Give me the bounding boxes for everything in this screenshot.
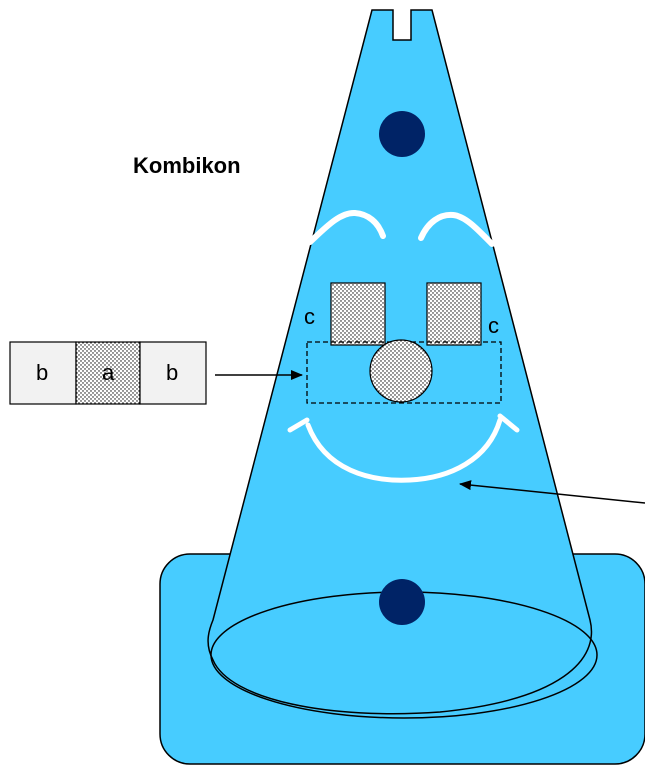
legend-cell-left xyxy=(9,341,77,405)
label-c-right: c xyxy=(488,313,499,338)
smile xyxy=(305,417,503,483)
legend-box: b a b xyxy=(9,341,207,405)
lower-dot xyxy=(379,579,425,625)
diagram-title: Kombikon xyxy=(133,153,241,178)
label-c-left: c xyxy=(304,304,315,329)
right-eyebrow xyxy=(418,211,495,247)
smile-right-tick xyxy=(497,413,520,433)
legend-cell-middle xyxy=(75,341,141,405)
legend-label-right: b xyxy=(166,360,178,385)
left-eye xyxy=(330,282,386,346)
arrow-icon xyxy=(459,480,645,504)
right-eye xyxy=(426,282,482,346)
legend-label-middle: a xyxy=(102,360,115,385)
left-eyebrow xyxy=(307,210,386,245)
smile-left-tick xyxy=(287,417,310,433)
legend-label-left: b xyxy=(36,360,48,385)
upper-dot xyxy=(379,111,425,157)
nose xyxy=(369,339,433,403)
legend-cell-right xyxy=(139,341,207,405)
